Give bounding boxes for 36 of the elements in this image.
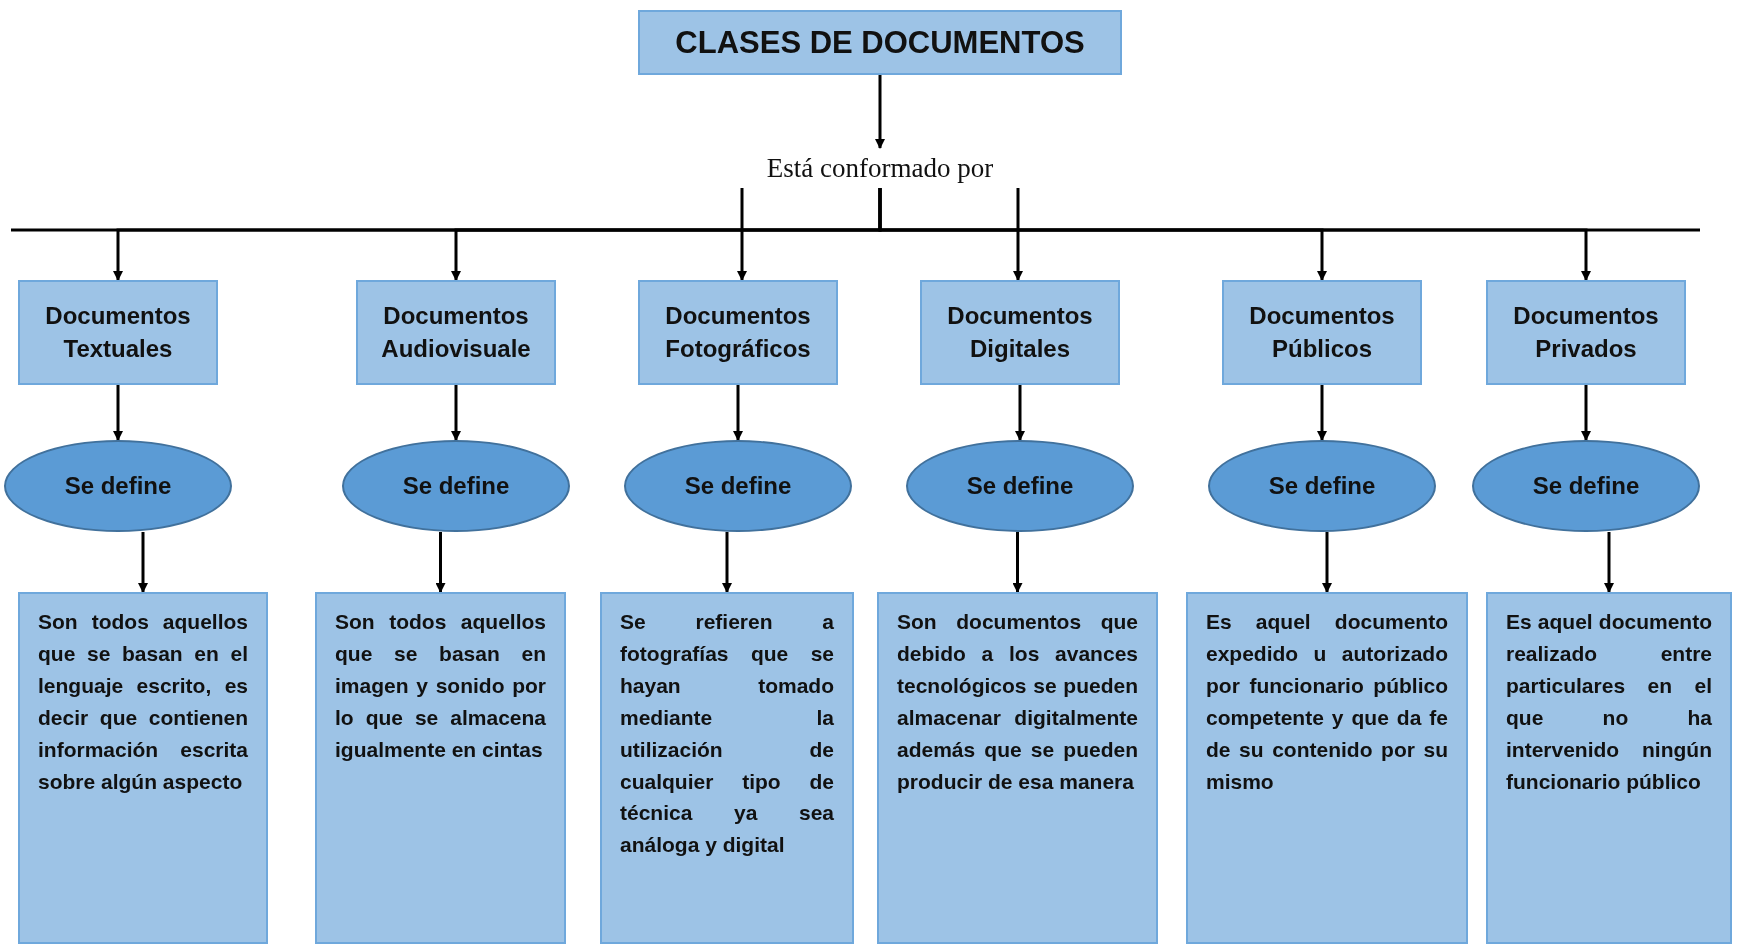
category-box: Documentos Digitales (920, 280, 1120, 385)
description-box: Son todos aquellos que se basan en imagen y sonido por lo que se almacena igualmente en cintas (315, 592, 566, 944)
description-box: Son todos aquellos que se basan en el lenguaje escrito, es decir que contienen información escrita sobre algún aspecto (18, 592, 268, 944)
arrow (733, 385, 743, 441)
definition-ellipse: Se define (1472, 440, 1700, 532)
arrow (1013, 188, 1023, 281)
description-box: Son documentos que debido a los avances tecnológicos se pueden almacenar digitalmente además que se pueden producir de esa manera (877, 592, 1158, 944)
arrow (113, 385, 123, 441)
arrow (138, 532, 148, 593)
arrow (875, 75, 885, 149)
arrow (737, 188, 747, 281)
title-box: CLASES DE DOCUMENTOS (638, 10, 1122, 75)
arrow (435, 532, 446, 593)
definition-ellipse: Se define (624, 440, 852, 532)
definition-ellipse: Se define (4, 440, 232, 532)
connector-text: Está conformado por (730, 148, 1030, 188)
arrow (1322, 532, 1332, 593)
definition-ellipse: Se define (342, 440, 570, 532)
arrow (1581, 385, 1591, 441)
description-box: Se refieren a fotografías que se hayan tomado mediante la utilización de cualquier tipo de técnica ya sea análoga y digital (600, 592, 854, 944)
arrow (451, 385, 461, 441)
arrow (1015, 385, 1025, 441)
arrow (1012, 532, 1023, 593)
arrow (878, 188, 1591, 281)
category-box: Documentos Audiovisuale (356, 280, 556, 385)
description-box: Es aquel documento realizado entre particulares en el que no ha intervenido ningún funcionario público (1486, 592, 1732, 944)
category-box: Documentos Textuales (18, 280, 218, 385)
arrow (722, 532, 732, 593)
category-box: Documentos Fotográficos (638, 280, 838, 385)
definition-ellipse: Se define (1208, 440, 1436, 532)
arrow (1317, 385, 1327, 441)
arrow (1604, 532, 1614, 593)
category-box: Documentos Públicos (1222, 280, 1422, 385)
category-box: Documentos Privados (1486, 280, 1686, 385)
definition-ellipse: Se define (906, 440, 1134, 532)
description-box: Es aquel documento expedido u autorizado por funcionario público competente y que da fe de su contenido por su mismo (1186, 592, 1468, 944)
